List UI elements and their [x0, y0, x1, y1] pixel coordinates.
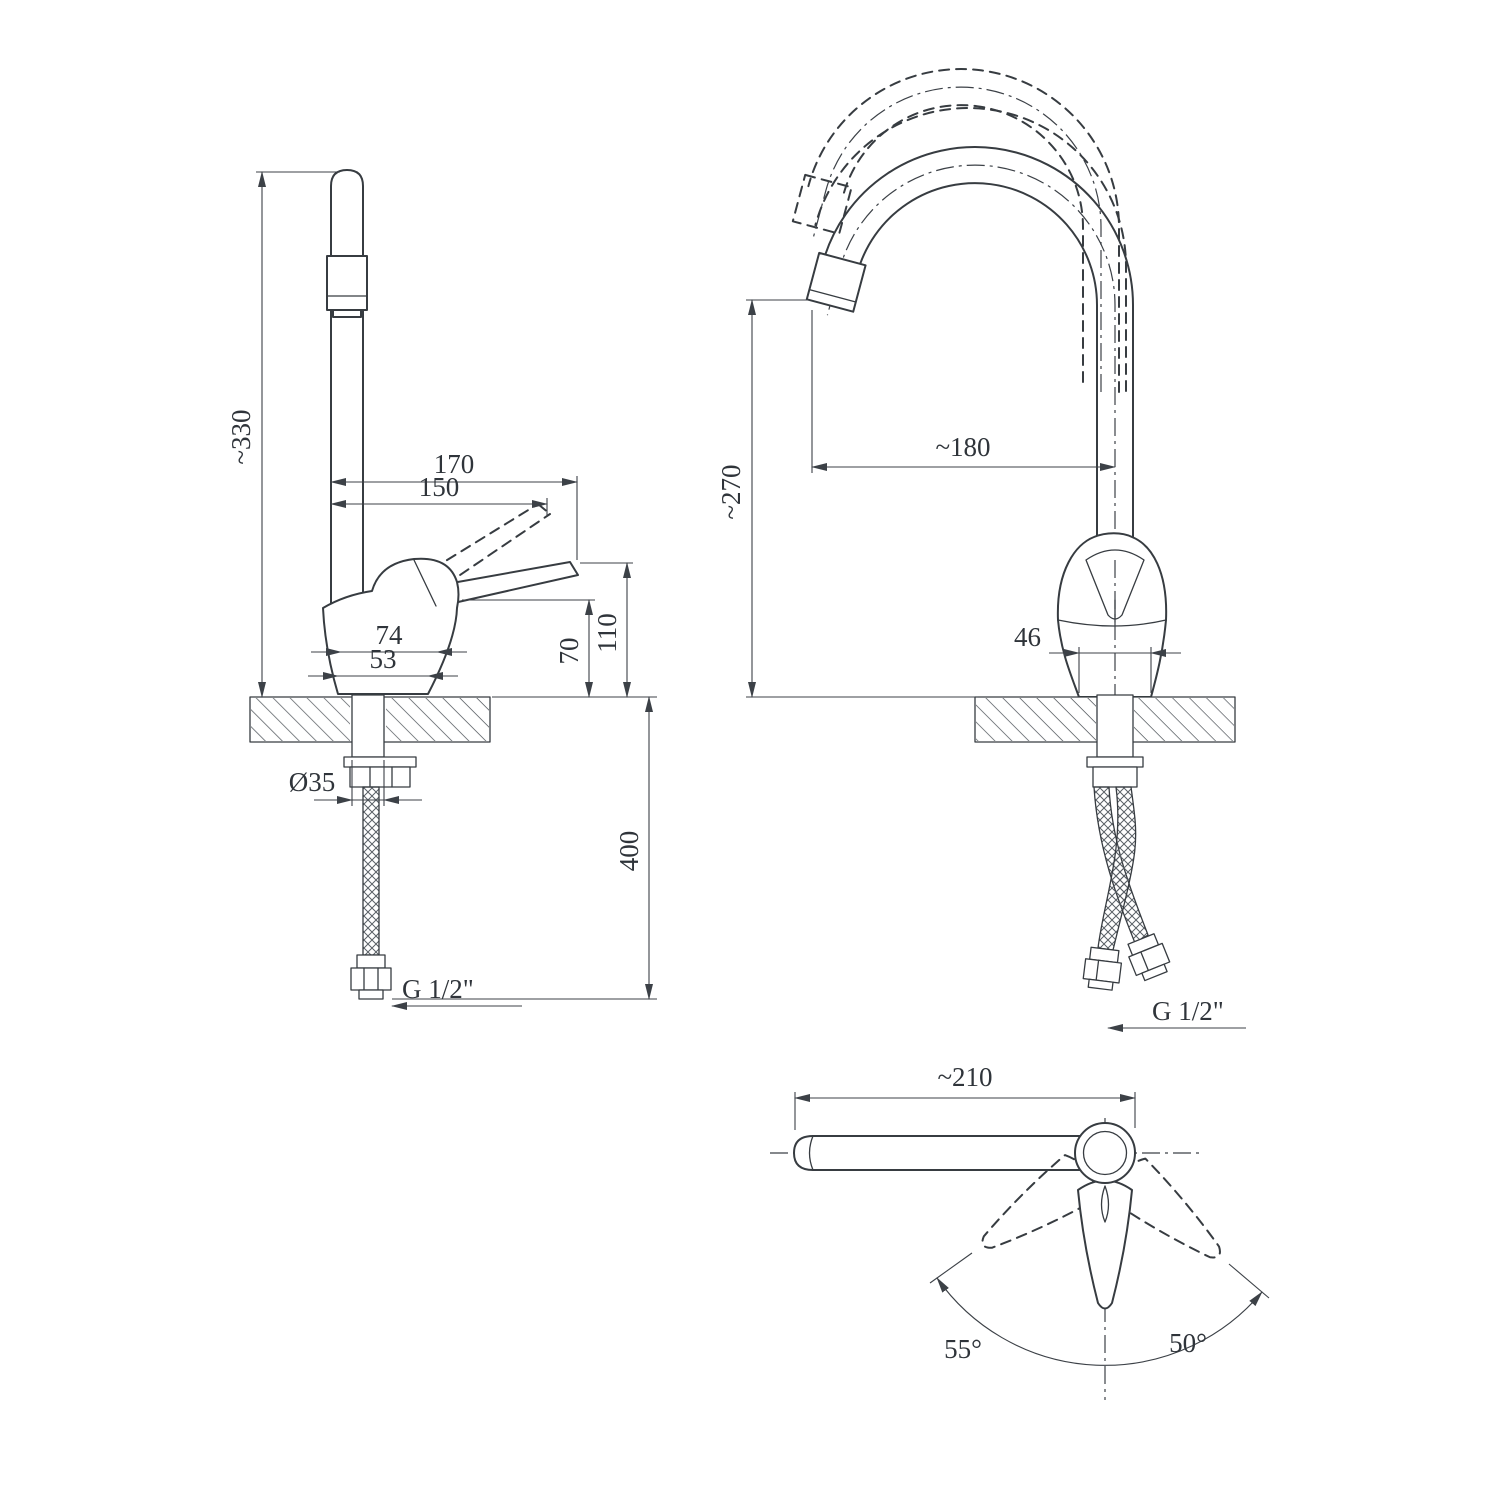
- aerator-front-seam: [808, 288, 857, 303]
- dim-label-body-height: 70: [554, 638, 584, 665]
- aerator-front: [805, 251, 867, 313]
- hose-side: [362, 786, 380, 956]
- dim-handle-height: 110: [580, 562, 633, 698]
- hose-fitting-collar: [356, 954, 386, 969]
- dim-label-swivel-left: 55°: [944, 1334, 982, 1364]
- dim-body-width-top: 74: [311, 620, 467, 656]
- dim-label-body-width-base: 53: [370, 644, 397, 674]
- hose-a-fitting: [1127, 933, 1171, 982]
- top-view: ~210 55° 50°: [770, 1062, 1270, 1400]
- spout-centerline: [826, 164, 1116, 560]
- hose-fitting-tube: [358, 989, 384, 1000]
- body-top-inner: [1082, 1130, 1128, 1176]
- body-front-seam: [1057, 619, 1167, 627]
- side-view: ~330 170 150 110 70 74: [226, 169, 657, 1010]
- dim-label-spout-reach: ~180: [935, 432, 990, 462]
- spout-inner-edge: [856, 182, 1098, 546]
- countertop-hatch-left: [251, 698, 350, 741]
- dim-spout-height: ~270: [716, 299, 810, 698]
- hose-fitting-nut: [350, 967, 392, 991]
- dim-body-width-base: 53: [308, 644, 458, 680]
- angle-arc: [936, 1277, 1263, 1366]
- dim-reach-inner: 150: [330, 472, 548, 516]
- dim-overall-height: ~330: [226, 171, 340, 698]
- spout-outer-edge: [821, 146, 1134, 546]
- fixing-washer: [343, 756, 417, 768]
- shank-thread-side: [351, 694, 385, 758]
- dim-label-hose-length: 400: [614, 831, 644, 872]
- dim-label-handle-height: 110: [592, 613, 622, 653]
- fixing-nut: [349, 766, 411, 788]
- spout-tip-seam-top: [808, 1135, 814, 1171]
- body-side: [322, 557, 460, 695]
- spout-swivel-dashed-far: [791, 68, 1120, 393]
- countertop-hatch-left: [976, 698, 1096, 741]
- dim-spout-length: ~210: [794, 1062, 1136, 1130]
- spout-tube-top: [793, 1135, 1100, 1171]
- fixing-nut-front: [1092, 766, 1138, 788]
- aerator-band: [326, 255, 368, 311]
- fixing-washer-front: [1086, 756, 1144, 768]
- dim-reach-outer: 170: [330, 449, 578, 560]
- dim-label-spout-height: ~270: [716, 464, 746, 519]
- dim-body-height: 70: [462, 599, 595, 698]
- spout-centerline-dashed: [812, 86, 1102, 392]
- shank-thread-front: [1096, 694, 1134, 758]
- handle-top: [1077, 1179, 1133, 1310]
- thread-callout-side: G 1/2": [391, 974, 522, 1010]
- handle-top-detail: [1100, 1185, 1110, 1223]
- dim-label-swivel-right: 50°: [1169, 1328, 1207, 1358]
- hose-b-fitting: [1082, 946, 1123, 991]
- dim-mounting-hole: Ø35: [289, 760, 422, 806]
- aerator-outlet: [332, 309, 362, 318]
- dim-label-spout-length: ~210: [937, 1062, 992, 1092]
- dim-label-reach-inner: 150: [419, 472, 460, 502]
- front-view: ~270 ~180 46 G 1/2": [716, 68, 1246, 1032]
- thread-callout-front: G 1/2": [1107, 996, 1246, 1032]
- dim-spout-reach: ~180: [811, 310, 1116, 473]
- dim-label-reach-outer: 170: [434, 449, 475, 479]
- body-seam: [413, 559, 437, 607]
- handle-dashed-left: [981, 1154, 1097, 1249]
- dim-body-width: 46: [1014, 622, 1181, 693]
- dim-label-overall-height: ~330: [226, 409, 256, 464]
- dim-label-body-width-top: 74: [376, 620, 404, 650]
- dim-label-mounting-hole: Ø35: [289, 767, 336, 797]
- thread-label-front: G 1/2": [1152, 996, 1224, 1026]
- countertop-hatch-right: [386, 698, 489, 741]
- spout-swivel-dashed-mid: [814, 107, 1127, 392]
- handle-dashed-right: [1109, 1157, 1221, 1259]
- dim-label-body-width: 46: [1014, 622, 1041, 652]
- spout-pipe-side: [330, 169, 364, 604]
- thread-label-side: G 1/2": [402, 974, 474, 1004]
- dim-hose-length: 400: [392, 696, 657, 1000]
- dim-swivel-angles: 55° 50°: [929, 1252, 1270, 1366]
- countertop-hatch-right: [1134, 698, 1234, 741]
